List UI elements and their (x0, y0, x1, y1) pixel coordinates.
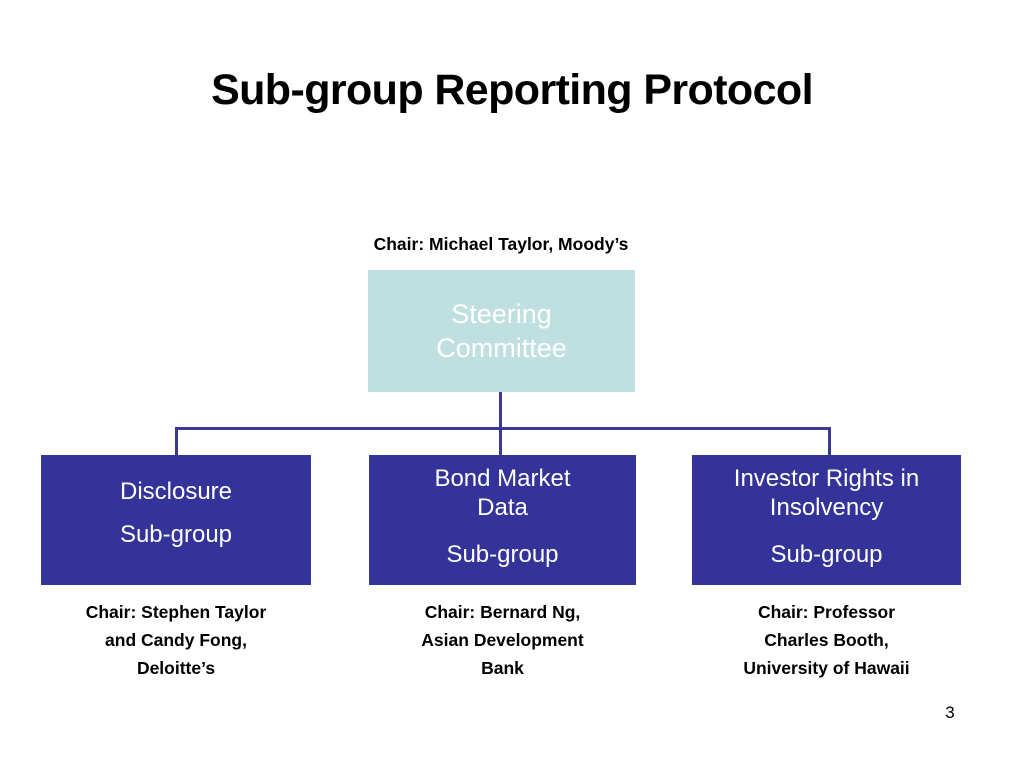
page-title: Sub-group Reporting Protocol (211, 66, 813, 114)
bond-market-data-title-line-1: Bond Market (434, 465, 571, 492)
disclosure-chair-line-3: Deloitte’s (136, 658, 216, 678)
investor-rights-chair-caption: Chair: Professor Charles Booth, Universi… (682, 598, 971, 682)
bond-market-data-chair-caption: Chair: Bernard Ng, Asian Development Ban… (359, 598, 646, 682)
investor-rights-title-line-2: Insolvency (769, 494, 884, 521)
disclosure-title: Disclosure (120, 477, 232, 506)
connector-drop-investor-rights (828, 427, 831, 456)
bond-market-data-chair-line-2: Asian Development (421, 630, 584, 650)
bond-market-data-chair-line-1: Chair: Bernard Ng, (424, 602, 581, 622)
investor-rights-chair-line-3: University of Hawaii (743, 658, 910, 678)
bond-market-data-title-line-2: Data (477, 494, 528, 521)
investor-rights-title: Investor Rights in Insolvency (734, 464, 919, 522)
connector-drop-bond-market-data (499, 427, 502, 456)
steering-committee-label-line-2: Committee (436, 333, 567, 363)
investor-rights-sub-label: Sub-group (770, 541, 883, 568)
page-number: 3 (945, 703, 955, 722)
investor-rights-chair-line-2: Charles Booth, (764, 630, 889, 650)
bond-market-data-title: Bond Market Data (434, 464, 570, 522)
bond-market-data-sub-label: Sub-group (446, 541, 559, 568)
connector-stem-steering (499, 392, 502, 428)
disclosure-chair-line-1: Chair: Stephen Taylor (85, 602, 267, 622)
investor-rights-title-line-1: Investor Rights in (733, 465, 920, 492)
node-steering-committee[interactable]: Steering Committee (368, 270, 635, 392)
steering-committee-chair-caption: Chair: Michael Taylor, Moody’s (373, 234, 629, 254)
bond-market-data-chair-line-3: Bank (481, 658, 524, 678)
disclosure-chair-caption: Chair: Stephen Taylor and Candy Fong, De… (31, 598, 321, 682)
disclosure-chair-line-2: and Candy Fong, (105, 630, 247, 650)
node-bond-market-data-sub-group[interactable]: Bond Market Data Sub-group (369, 455, 636, 585)
connector-horizontal-bar (175, 427, 831, 430)
disclosure-title-line-1: Disclosure (119, 478, 233, 505)
steering-committee-label-line-1: Steering (451, 299, 552, 329)
node-investor-rights-sub-group[interactable]: Investor Rights in Insolvency Sub-group (692, 455, 961, 585)
disclosure-sub-label: Sub-group (119, 521, 233, 548)
connector-drop-disclosure (175, 427, 178, 456)
node-disclosure-sub-group[interactable]: Disclosure Sub-group (41, 455, 311, 585)
investor-rights-chair-line-1: Chair: Professor (757, 602, 896, 622)
